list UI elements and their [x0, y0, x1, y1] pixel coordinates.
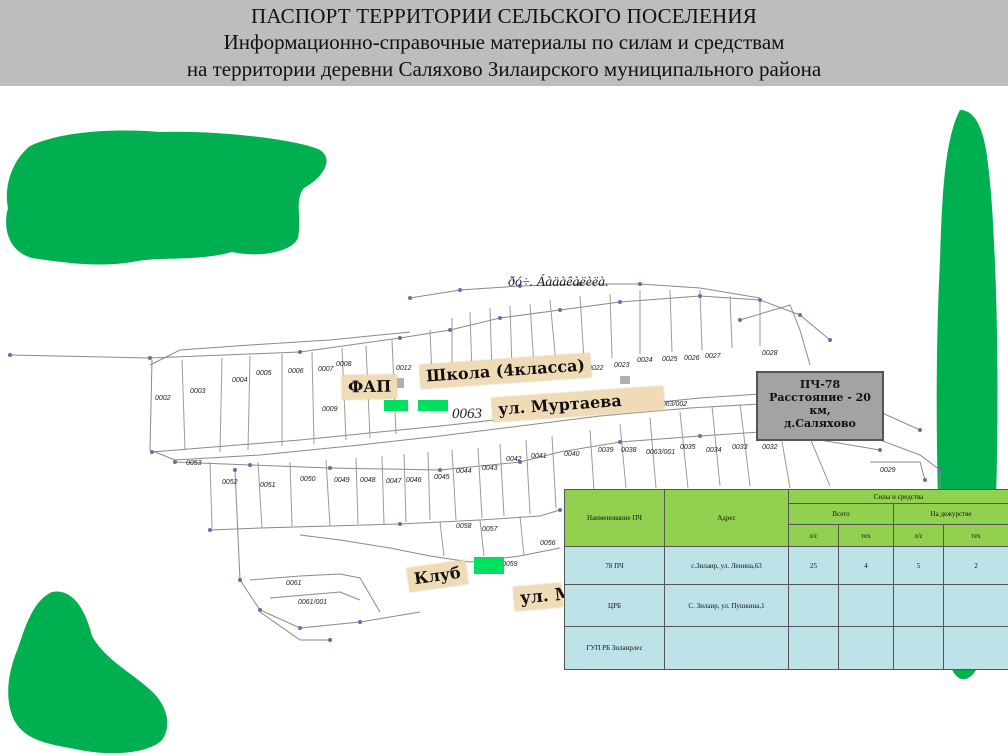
plot-number: 0040 — [564, 451, 580, 458]
plot-number: 0046 — [406, 477, 422, 484]
cell-duty-tech — [942, 626, 1008, 670]
plot-number: 0047 — [386, 478, 403, 485]
plot-number: 0027 — [705, 353, 722, 360]
fap-building — [384, 400, 408, 411]
header-forces: Силы и средства — [787, 489, 1008, 504]
cell-total-tech: 4 — [838, 546, 894, 585]
plot-boundaries — [9, 283, 941, 641]
cell-duty-ls: 5 — [893, 546, 944, 585]
header-total-tech: тех — [838, 524, 894, 547]
cell-total-tech — [838, 584, 894, 627]
plot-numbers: 0002 0003 0004 0005 0006 0007 0008 0009 … — [155, 350, 896, 606]
page-title: ПАСПОРТ ТЕРРИТОРИИ СЕЛЬСКОГО ПОСЕЛЕНИЯ — [251, 4, 757, 28]
garbled-map-title: ðó÷. Áàäàêàëèëà. — [508, 273, 609, 290]
plot-number: 0053 — [186, 460, 202, 467]
school-building — [418, 400, 448, 411]
plot-number: 0029 — [880, 467, 896, 474]
cell-address: с.Зилаир, ул. Ленина,63 — [664, 546, 789, 585]
cell-duty-ls — [893, 626, 944, 670]
fire-station-info: ПЧ-78 Расстояние - 20 км, д.Саляхово — [756, 371, 884, 441]
club-building — [474, 557, 504, 574]
plot-number: 0061 — [286, 580, 302, 587]
cell-name: ГУП РБ Зилаирлес — [564, 626, 665, 670]
plot-number: 0039 — [598, 447, 614, 454]
plot-number: 0033 — [732, 444, 748, 451]
fire-station-name: ПЧ-78 — [799, 378, 841, 391]
plot-number: 0044 — [456, 468, 472, 475]
plot-number: 0035 — [680, 444, 696, 451]
table-row: 78 ПЧ с.Зилаир, ул. Ленина,63 25 4 5 2 — [564, 546, 1008, 585]
fap-marker — [392, 378, 404, 388]
plot-number: 0063/001 — [646, 449, 675, 456]
header-total-ls: л/с — [788, 524, 839, 547]
header-duty-ls: л/с — [893, 524, 944, 547]
plot-number: 0057 — [482, 526, 499, 533]
cell-address — [664, 626, 789, 670]
header-address: Адрес — [664, 489, 789, 547]
cell-total-ls — [788, 584, 839, 627]
page-header: ПАСПОРТ ТЕРРИТОРИИ СЕЛЬСКОГО ПОСЕЛЕНИЯ И… — [0, 0, 1008, 86]
plot-number: 0038 — [621, 447, 637, 454]
plot-number: 0003 — [190, 388, 206, 395]
road-code: 0063 — [452, 406, 482, 422]
plot-number: 0042 — [506, 456, 522, 463]
plot-number: 0050 — [300, 476, 316, 483]
fire-station-unit: км, — [809, 404, 831, 417]
school-marker — [620, 376, 630, 384]
plot-number: 0032 — [762, 444, 778, 451]
cell-name: ЦРБ — [564, 584, 665, 627]
plot-number: 0049 — [334, 477, 350, 484]
plot-number: 0007 — [318, 366, 335, 373]
street-label-bottom: ул. М — [513, 582, 574, 612]
forces-table: Наименование ПЧ Адрес Силы и средства Вс… — [564, 489, 1008, 670]
table-row: ГУП РБ Зилаирлес — [564, 626, 1008, 670]
plot-number: 0041 — [531, 453, 547, 460]
plot-number: 0061/001 — [298, 599, 327, 606]
page-subtitle: Информационно-справочные материалы по си… — [223, 30, 785, 54]
cell-total-tech — [838, 626, 894, 670]
cell-duty-ls — [893, 584, 944, 627]
table-row: ЦРБ С. Зилаир, ул. Пушкина,1 — [564, 584, 1008, 627]
plot-number: 0005 — [256, 370, 272, 377]
plot-number: 0026 — [684, 355, 700, 362]
plot-number: 0002 — [155, 395, 171, 402]
cell-address: С. Зилаир, ул. Пушкина,1 — [664, 584, 789, 627]
plot-number: 0009 — [322, 406, 338, 413]
plot-number: 0058 — [456, 523, 472, 530]
page-subtitle-2: на территории деревни Саляхово Зилаирско… — [186, 57, 822, 81]
plot-number: 0006 — [288, 368, 304, 375]
plot-number: 0043 — [482, 465, 498, 472]
plot-number: 0045 — [434, 474, 450, 481]
plot-number: 0022 — [588, 365, 604, 372]
plot-number: 0063/002 — [658, 401, 687, 408]
plot-number: 0023 — [614, 362, 630, 369]
forest-bottom-left — [8, 591, 168, 754]
plot-number: 0059 — [502, 561, 518, 568]
plot-number: 0051 — [260, 482, 276, 489]
fap-label: ФАП — [341, 374, 398, 400]
header-duty-tech: тех — [942, 524, 1008, 547]
cell-total-ls: 25 — [788, 546, 839, 585]
plot-number: 0028 — [762, 350, 778, 357]
header-duty: На дежурстве — [892, 503, 1008, 525]
plot-number: 0052 — [222, 479, 238, 486]
cell-duty-tech: 2 — [942, 546, 1008, 585]
plot-number: 0012 — [396, 365, 412, 372]
plot-number: 0025 — [662, 356, 678, 363]
header-total: Всего — [788, 503, 894, 525]
plot-number: 0056 — [540, 540, 556, 547]
cell-name: 78 ПЧ — [564, 546, 665, 585]
plot-number: 0034 — [706, 447, 722, 454]
cell-duty-tech — [942, 584, 1008, 627]
cell-total-ls — [788, 626, 839, 670]
plot-number: 0008 — [336, 361, 352, 368]
plot-number: 0024 — [637, 357, 653, 364]
header-name: Наименование ПЧ — [564, 489, 665, 547]
plot-number: 0048 — [360, 477, 376, 484]
plot-number: 0004 — [232, 377, 248, 384]
forest-top-left — [6, 130, 327, 265]
fire-station-distance: Расстояние - 20 — [769, 391, 871, 404]
fire-station-location: д.Саляхово — [784, 417, 856, 430]
